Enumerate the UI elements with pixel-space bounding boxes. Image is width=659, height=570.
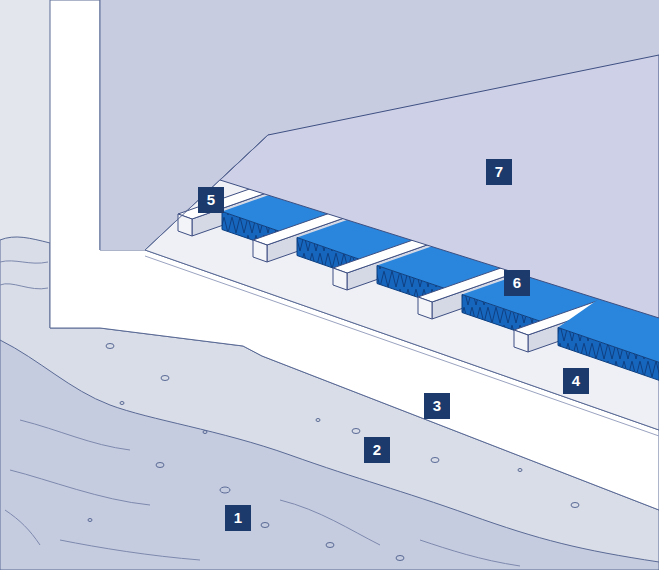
pebble	[571, 503, 579, 508]
pebble	[326, 543, 334, 548]
pebble	[220, 487, 230, 493]
joist-end	[514, 330, 528, 352]
pebble	[156, 463, 164, 468]
pebble	[88, 519, 92, 522]
ground-lines	[0, 261, 48, 289]
wall-edge	[100, 0, 268, 250]
pebble	[120, 402, 124, 405]
callout-number: 7	[486, 159, 512, 185]
callout-number: 4	[563, 368, 589, 394]
pebble	[518, 469, 522, 472]
wall-and-slab	[50, 0, 659, 510]
pebble	[261, 523, 269, 528]
pebble	[316, 419, 320, 422]
callout-number: 6	[504, 270, 530, 296]
pebble	[203, 431, 207, 434]
pebble	[161, 376, 169, 381]
pebble	[352, 429, 360, 434]
joist-end	[333, 268, 347, 290]
callout-number: 5	[198, 187, 224, 213]
callout-number: 2	[364, 437, 390, 463]
callout-number: 3	[424, 393, 450, 419]
joist-end	[418, 297, 432, 319]
soil-lines	[5, 420, 520, 566]
joist-end	[253, 240, 267, 262]
floor-board	[220, 55, 659, 318]
callout-number: 1	[225, 505, 251, 531]
pebble	[431, 458, 439, 463]
pebble	[106, 344, 114, 349]
pebble	[396, 556, 404, 561]
